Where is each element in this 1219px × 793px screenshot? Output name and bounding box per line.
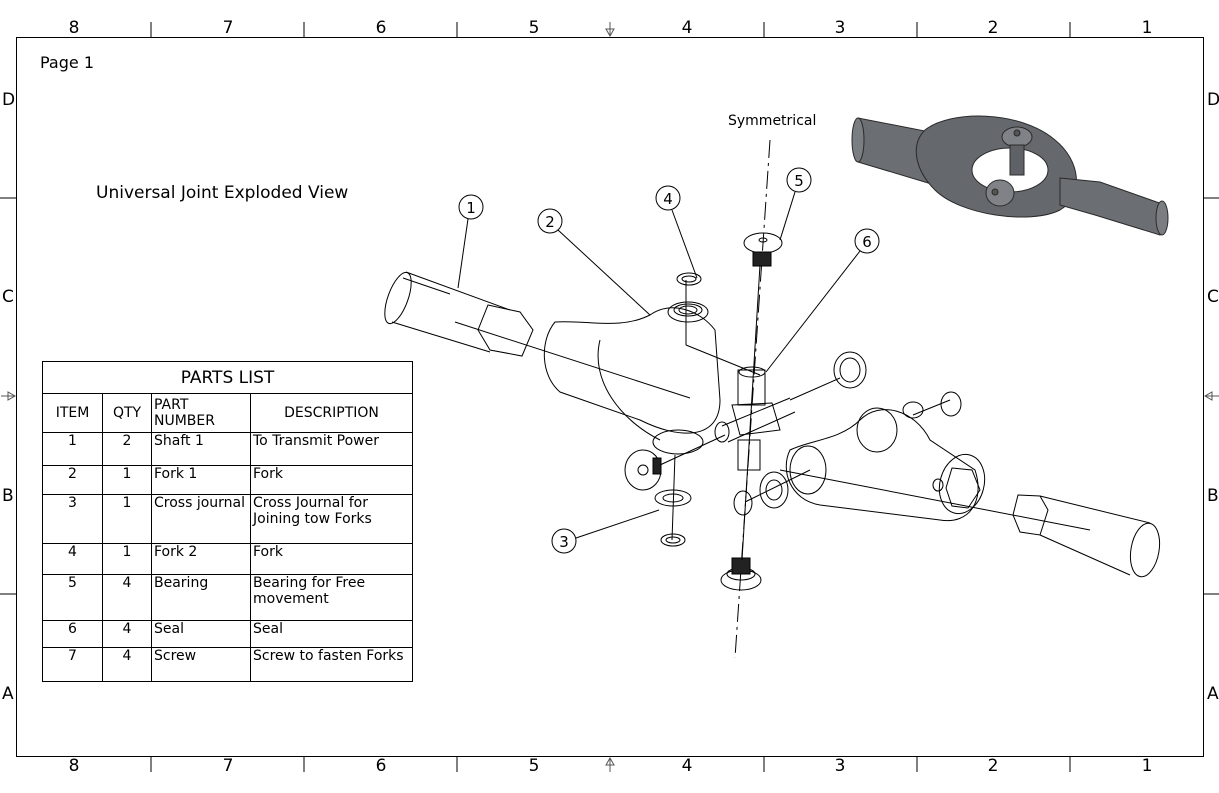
fork-1 bbox=[543, 301, 721, 455]
parts-list-header-row: ITEM QTY PART NUMBER DESCRIPTION bbox=[42, 393, 413, 433]
balloon-3: 3 bbox=[551, 509, 660, 554]
cell-part: Fork 2 bbox=[151, 543, 251, 575]
table-row: 7 4 Screw Screw to fasten Forks bbox=[42, 647, 413, 682]
zone-col-1-bottom: 1 bbox=[1141, 756, 1153, 776]
cross-journal bbox=[714, 366, 796, 471]
cell-item: 2 bbox=[42, 465, 103, 495]
svg-text:2: 2 bbox=[545, 213, 555, 231]
zone-col-7-bottom: 7 bbox=[222, 756, 234, 776]
cell-item: 5 bbox=[42, 574, 103, 621]
cell-part: Fork 1 bbox=[151, 465, 251, 495]
symmetrical-note: Symmetrical bbox=[728, 113, 816, 129]
zone-row-c-right: C bbox=[1207, 287, 1219, 307]
symmetry-centerline bbox=[734, 139, 771, 659]
cell-part: Screw bbox=[151, 647, 251, 682]
zone-row-b-right: B bbox=[1207, 486, 1219, 506]
zone-col-5-top: 5 bbox=[528, 18, 540, 38]
drawing-frame bbox=[16, 37, 1204, 757]
balloon-5: 5 bbox=[779, 167, 812, 241]
zone-col-4-bottom: 4 bbox=[681, 756, 693, 776]
zone-col-1-top: 1 bbox=[1141, 18, 1153, 38]
zone-col-6-bottom: 6 bbox=[375, 756, 387, 776]
fork-2 bbox=[785, 401, 986, 522]
balloon-4: 4 bbox=[655, 185, 698, 279]
shaft-right bbox=[779, 469, 1161, 578]
zone-row-b-left: B bbox=[2, 486, 14, 506]
zone-col-7-top: 7 bbox=[222, 18, 234, 38]
cell-item: 1 bbox=[42, 432, 103, 466]
table-row: 5 4 Bearing Bearing for Free movement bbox=[42, 574, 413, 621]
page-label: Page 1 bbox=[40, 53, 94, 72]
cell-item: 6 bbox=[42, 620, 103, 648]
svg-text:3: 3 bbox=[559, 533, 569, 551]
cell-item: 7 bbox=[42, 647, 103, 682]
balloon-2: 2 bbox=[537, 208, 651, 316]
zone-col-3-top: 3 bbox=[834, 18, 846, 38]
zone-col-4-top: 4 bbox=[681, 18, 693, 38]
cell-desc: Cross Journal for Joining tow Forks bbox=[250, 494, 413, 544]
view-title: Universal Joint Exploded View bbox=[96, 183, 349, 203]
cell-qty: 2 bbox=[102, 432, 152, 466]
shaft-left bbox=[384, 271, 691, 399]
svg-text:6: 6 bbox=[862, 233, 872, 251]
zone-row-a-right: A bbox=[1207, 684, 1219, 704]
centering-arrows bbox=[1, 22, 1219, 772]
svg-text:4: 4 bbox=[663, 190, 673, 208]
zone-col-3-bottom: 3 bbox=[834, 756, 846, 776]
table-row: 1 2 Shaft 1 To Transmit Power bbox=[42, 432, 413, 466]
balloon-6: 6 bbox=[765, 228, 880, 373]
zone-row-a-left: A bbox=[2, 684, 14, 704]
parts-list-title: PARTS LIST bbox=[42, 361, 413, 394]
zone-row-c-left: C bbox=[2, 287, 14, 307]
svg-text:5: 5 bbox=[794, 172, 804, 190]
assembled-view-render bbox=[851, 115, 1169, 236]
zone-col-6-top: 6 bbox=[375, 18, 387, 38]
cell-item: 3 bbox=[42, 494, 103, 544]
cell-qty: 4 bbox=[102, 647, 152, 682]
balloon-1: 1 bbox=[457, 194, 484, 289]
parts-list-table: PARTS LIST ITEM QTY PART NUMBER DESCRIPT… bbox=[42, 361, 413, 682]
header-description: DESCRIPTION bbox=[250, 393, 413, 433]
cell-desc: Screw to fasten Forks bbox=[250, 647, 413, 682]
zone-row-d-right: D bbox=[1207, 90, 1219, 110]
zone-col-2-bottom: 2 bbox=[987, 756, 999, 776]
zone-col-8-bottom: 8 bbox=[68, 756, 80, 776]
cell-part: Shaft 1 bbox=[151, 432, 251, 466]
hardware bbox=[624, 232, 962, 591]
header-qty: QTY bbox=[102, 393, 152, 433]
table-row: 2 1 Fork 1 Fork bbox=[42, 465, 413, 495]
header-part-number: PART NUMBER bbox=[151, 393, 251, 433]
zone-col-2-top: 2 bbox=[987, 18, 999, 38]
zone-col-5-bottom: 5 bbox=[528, 756, 540, 776]
svg-text:1: 1 bbox=[466, 199, 476, 217]
zone-col-8-top: 8 bbox=[68, 18, 80, 38]
cell-desc: To Transmit Power bbox=[250, 432, 413, 466]
zone-row-d-left: D bbox=[2, 90, 16, 110]
